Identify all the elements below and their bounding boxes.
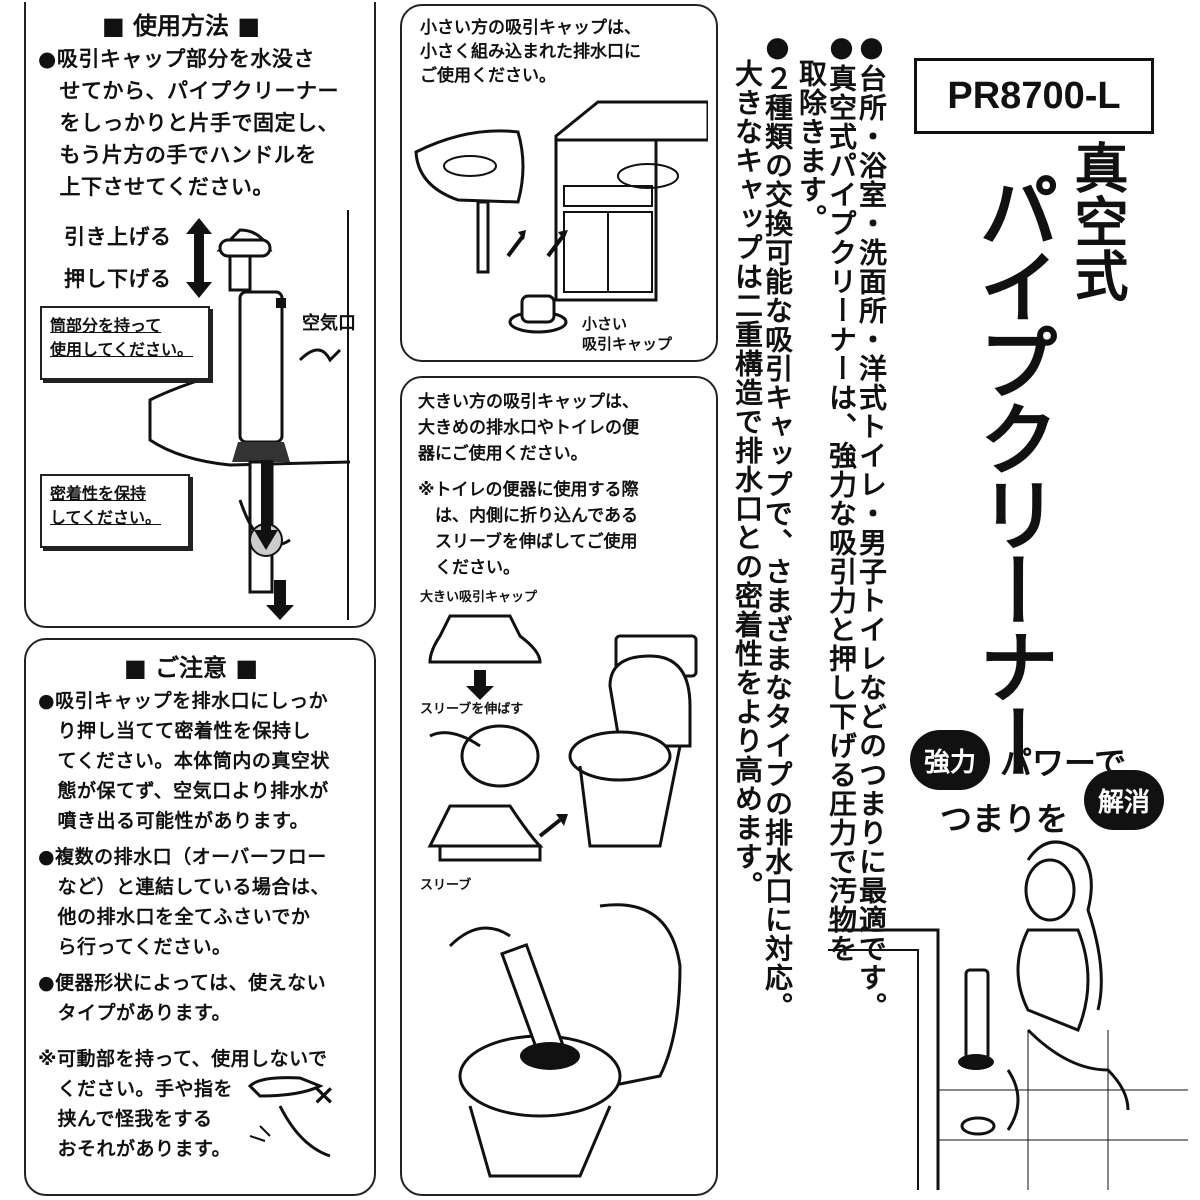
woman-cleaning-drain-illustration	[828, 840, 1188, 1190]
caution-line: り押し当てて密着性を保持し	[38, 720, 312, 742]
caution-note: 挟んで怪我をする	[38, 1108, 213, 1130]
large-cap-illustration	[427, 614, 698, 1178]
caution-note: おそれがあります。	[38, 1138, 232, 1160]
slogan-text2: つまりを	[940, 800, 1069, 838]
air-hole-label: 空気口	[302, 313, 356, 334]
caution-note: ください。手や指を	[38, 1078, 234, 1100]
caution-line: ●便器形状によっては、使えない	[38, 972, 327, 994]
caution-line: ら行ってください。	[38, 936, 232, 958]
caption-line: 小さい	[582, 315, 628, 333]
caution-line: タイプがあります。	[38, 1002, 232, 1024]
hold-cylinder-label: 筒部分を持って 使用してください。	[40, 306, 210, 380]
large-cap-line: 大きい方の吸引キャップは、	[418, 392, 639, 412]
caution-line: 他の排水口を全てふさいでか	[38, 906, 311, 928]
extend-sleeve-label: スリーブを伸ばす	[420, 702, 524, 717]
up-arrow-icon	[186, 218, 212, 258]
usage-line: 上下させてください。	[38, 175, 274, 199]
push-down-label: 押し下げる	[64, 267, 172, 291]
model-number: PR8700-L	[947, 74, 1121, 117]
large-cap-line: 大きめの排水口やトイレの便	[418, 418, 639, 438]
small-cap-line: 小さく組み込まれた排水口に	[420, 42, 641, 62]
caution-line: てください。本体筒内の真空状	[38, 750, 330, 772]
feature-line: ●台所・浴室・洗面所・洋式トイレ・男子トイレなどのつまりに最適です。	[855, 30, 888, 1021]
seal-label-line: 密着性を保持	[50, 484, 147, 503]
down-arrow-icon	[186, 258, 212, 298]
usage-line: もう片方の手でハンドルを	[38, 143, 317, 167]
hand-pinch-illustration	[247, 1076, 331, 1158]
feature-line: 大きなキャップは二重構造で排水口との密着性をより高めます。	[731, 30, 764, 900]
large-cap-note: スリーブを伸ばしてご使用	[418, 532, 638, 552]
usage-line: をしっかりと片手で固定し、	[38, 111, 339, 135]
caution-line: ●複数の排水口（オーバーフロー	[38, 846, 327, 868]
seal-label-line: してください。	[50, 508, 162, 527]
large-cap-label: 大きい吸引キャップ	[420, 590, 538, 605]
pump-usage-illustration	[148, 210, 351, 620]
caution-heading: ■ ご注意 ■	[124, 654, 259, 682]
small-cap-caption: 小さい 吸引キャップ	[582, 314, 672, 354]
keep-seal-label: 密着性を保持 してください。	[40, 474, 190, 548]
usage-heading: ■ 使用方法 ■	[102, 12, 261, 40]
title-line1: 真空式	[1065, 140, 1128, 302]
usage-line: せてから、パイプクリーナー	[38, 79, 339, 103]
caption-line: 吸引キャップ	[582, 335, 673, 353]
large-cap-note: ※トイレの便器に使用する際	[418, 480, 639, 500]
caution-line: など）と連結している場合は、	[38, 876, 330, 898]
model-box: PR8700-L	[914, 58, 1154, 134]
title-line2: パイプクリーナー	[966, 170, 1059, 778]
small-cap-line: ご使用ください。	[420, 66, 556, 86]
caution-line: 噴き出る可能性があります。	[38, 810, 310, 832]
hold-label-line: 使用してください。	[50, 340, 194, 359]
large-cap-line: 器にご使用ください。	[418, 444, 588, 464]
large-cap-note: ください。	[418, 558, 520, 578]
caution-line: 態が保てず、空気口より排水が	[38, 780, 329, 802]
small-cap-line: 小さい方の吸引キャップは、	[420, 18, 641, 38]
feature-line: ●２種類の交換可能な吸引キャップで、さまざまなタイプの排水口に対応。	[761, 30, 794, 1021]
power-badge: 強力	[910, 730, 990, 790]
solve-badge: 解消	[1084, 770, 1164, 830]
large-cap-note: は、内側に折り込んである	[418, 506, 638, 526]
caution-note: ※可動部を持って、使用しないで	[38, 1048, 328, 1070]
usage-line: ●吸引キャップ部分を水没さ	[38, 47, 315, 71]
x-mark-icon: ×	[312, 1078, 336, 1111]
sleeve-label: スリーブ	[420, 878, 472, 893]
hold-label-line: 筒部分を持って	[50, 316, 162, 335]
sink-cabinet-illustration	[414, 100, 708, 334]
feature-line: ●真空式パイプクリーナーは、強力な吸引力と押し下げる圧力で汚物を	[825, 30, 858, 963]
caution-line: ●吸引キャップを排水口にしっか	[38, 690, 329, 712]
feature-line: 取除きます。	[795, 30, 828, 233]
pull-up-label: 引き上げる	[64, 225, 172, 249]
caution-box	[24, 638, 376, 1196]
